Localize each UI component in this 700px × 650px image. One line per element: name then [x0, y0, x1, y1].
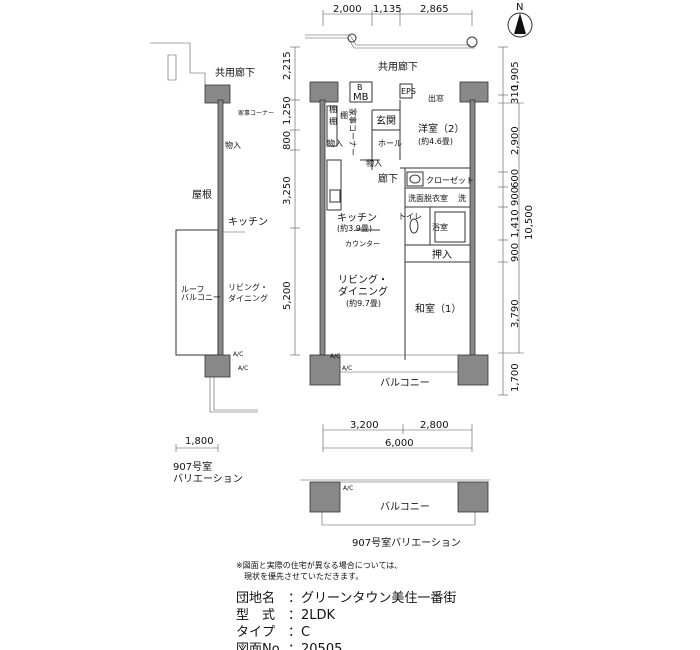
svg-text:10,500: 10,500: [524, 205, 535, 240]
svg-text:トイレ: トイレ: [398, 212, 422, 221]
svg-text:1,800: 1,800: [185, 436, 214, 447]
svg-text:2,900: 2,900: [510, 126, 521, 155]
svg-text:1,905: 1,905: [510, 61, 521, 90]
svg-text:2,000: 2,000: [333, 4, 362, 15]
unit-labels: B MB EPS 出窓 棚 棚 棚 家事コーナー 玄関 ホール 洋室（2） (約…: [327, 83, 474, 389]
svg-text:リビング・: リビング・: [228, 282, 268, 292]
svg-text:ホール: ホール: [378, 139, 402, 148]
info-type: タイプ：C: [236, 625, 311, 640]
svg-text:家事コーナー: 家事コーナー: [348, 108, 358, 156]
svg-text:屋根: 屋根: [192, 188, 212, 201]
svg-text:棚: 棚: [329, 116, 337, 126]
svg-text:(約4.6畳): (約4.6畳): [418, 136, 453, 146]
svg-text:玄関: 玄関: [376, 114, 396, 127]
svg-text:1,250: 1,250: [282, 96, 293, 125]
svg-text:A/C: A/C: [233, 351, 243, 358]
svg-text:6,000: 6,000: [385, 438, 414, 449]
svg-text:310: 310: [510, 85, 521, 104]
svg-text:1,700: 1,700: [510, 363, 521, 392]
info-drawing-no: 図面No：20505: [236, 642, 343, 650]
svg-text:900: 900: [510, 243, 521, 262]
svg-text:ルーフ: ルーフ: [181, 285, 205, 294]
svg-text:洗: 洗: [458, 193, 466, 203]
top-dimensions: 2,000 1,135 2,865: [322, 4, 473, 26]
svg-text:3,200: 3,200: [350, 420, 379, 431]
svg-text:クローゼット: クローゼット: [426, 175, 474, 185]
svg-text:共用廊下: 共用廊下: [215, 66, 255, 79]
svg-text:MB: MB: [353, 92, 369, 103]
svg-text:5,200: 5,200: [282, 281, 293, 310]
right-dimensions: 1,905 310 2,900 600 900 1,410 900 3,790 …: [498, 46, 535, 396]
svg-text:907号室: 907号室: [173, 460, 212, 473]
svg-text:和室（1）: 和室（1）: [415, 302, 461, 315]
svg-text:(約3.9畳): (約3.9畳): [337, 223, 372, 233]
svg-text:棚: 棚: [340, 110, 348, 120]
svg-text:EPS: EPS: [401, 87, 416, 96]
note-line-2: 現状を優先させていただきます。: [244, 572, 364, 581]
svg-text:バリエーション: バリエーション: [173, 473, 243, 485]
svg-text:A/C: A/C: [330, 353, 340, 360]
svg-text:2,800: 2,800: [420, 420, 449, 431]
info-complex-name: 団地名：グリーンタウン美住一番街: [236, 591, 457, 606]
svg-text:3,790: 3,790: [510, 299, 521, 328]
svg-text:家事コーナー: 家事コーナー: [238, 109, 274, 117]
svg-text:B: B: [357, 83, 363, 92]
svg-text:A/C: A/C: [342, 365, 352, 372]
svg-text:洋室（2）: 洋室（2）: [418, 122, 464, 135]
svg-text:1,135: 1,135: [373, 4, 402, 15]
north-arrow: N: [507, 2, 533, 38]
svg-text:3,250: 3,250: [282, 176, 293, 205]
note-line-1: ※図面と実際の住宅が異なる場合については、: [236, 561, 403, 570]
svg-text:A/C: A/C: [343, 485, 353, 492]
svg-text:2,865: 2,865: [420, 4, 449, 15]
svg-text:900: 900: [510, 187, 521, 206]
svg-text:(約9.7畳): (約9.7畳): [346, 298, 381, 308]
svg-text:物入: 物入: [366, 158, 382, 168]
svg-text:キッチン: キッチン: [337, 212, 377, 224]
svg-text:A/C: A/C: [238, 365, 248, 372]
svg-text:800: 800: [282, 131, 293, 150]
svg-text:バルコニー: バルコニー: [181, 293, 221, 302]
svg-text:リビング・: リビング・: [338, 273, 388, 286]
svg-text:物入: 物入: [225, 140, 241, 150]
plan-info: ※図面と実際の住宅が異なる場合については、 現状を優先させていただきます。 団地…: [236, 560, 456, 650]
svg-text:N: N: [516, 2, 523, 13]
svg-text:907号室バリエーション: 907号室バリエーション: [352, 536, 461, 549]
info-layout-type: 型 式：2LDK: [236, 608, 336, 623]
svg-text:物入: 物入: [327, 138, 343, 148]
svg-text:キッチン: キッチン: [228, 216, 268, 228]
svg-text:廊下: 廊下: [378, 172, 398, 185]
label-corridor: 共用廊下: [378, 60, 418, 73]
svg-text:浴室: 浴室: [432, 222, 448, 232]
svg-text:出窓: 出窓: [428, 93, 444, 103]
svg-text:洗面脱衣室: 洗面脱衣室: [408, 193, 448, 203]
svg-text:600: 600: [510, 169, 521, 188]
svg-text:バルコニー: バルコニー: [380, 501, 430, 513]
svg-text:押入: 押入: [432, 248, 452, 261]
unit-walls: [309, 81, 489, 386]
svg-text:カウンター: カウンター: [345, 239, 380, 248]
svg-text:ダイニング: ダイニング: [338, 285, 388, 298]
bottom-dimensions: 3,200 2,800 6,000: [322, 420, 473, 452]
variation-907-left: 共用廊下 家事コーナー 物入 屋根 キッチン ルーフ バルコニー リビング・ ダ…: [150, 42, 274, 485]
variation-907-bottom: A/C バルコニー 907号室バリエーション: [300, 479, 490, 549]
svg-text:バルコニー: バルコニー: [380, 377, 430, 389]
svg-text:2,215: 2,215: [282, 51, 293, 80]
svg-text:棚: 棚: [329, 104, 337, 114]
svg-text:1,410: 1,410: [510, 209, 521, 238]
left-dimensions: 2,215 1,250 800 3,250 5,200: [282, 46, 300, 356]
svg-text:ダイニング: ダイニング: [228, 293, 268, 303]
